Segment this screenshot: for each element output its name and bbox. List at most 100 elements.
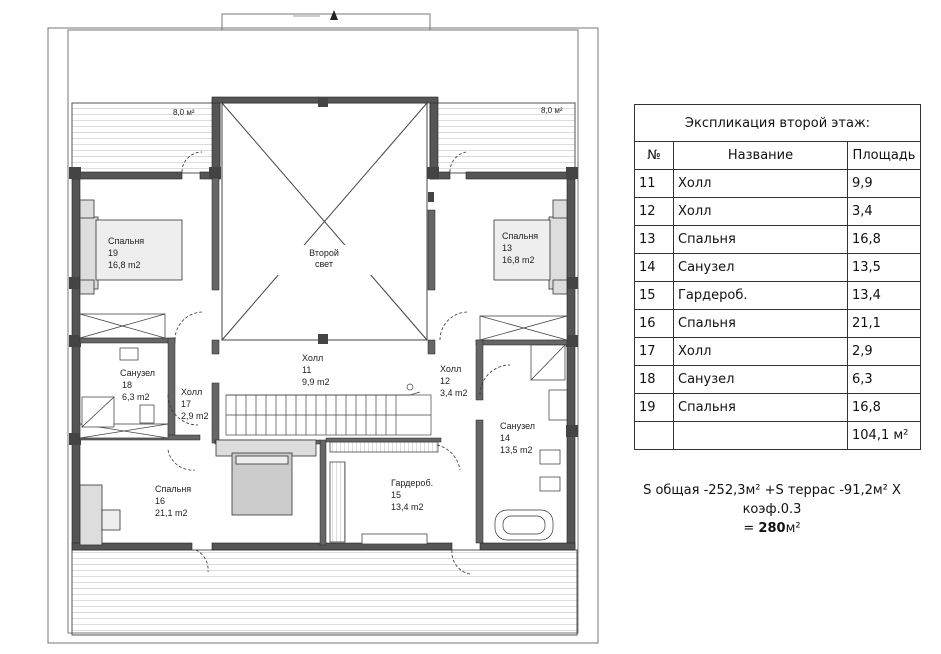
table-row: 11 Холл 9,9 xyxy=(634,169,921,198)
row-num: 17 xyxy=(634,337,674,366)
room-bath18-area: 6,3 m2 xyxy=(122,392,150,402)
room-bed16-name: Спальня xyxy=(155,484,191,494)
row-num: 15 xyxy=(634,281,674,310)
bathroom-18-fixtures xyxy=(81,347,155,428)
room-bath18-num: 18 xyxy=(122,380,132,390)
row-num: 12 xyxy=(634,197,674,226)
room-bath18-name: Санузел xyxy=(120,368,155,378)
room-label-bed13: Спальня 13 16,8 m2 xyxy=(502,231,538,265)
bed-room-19 xyxy=(79,199,183,295)
terrace-left-area: 8,0 м² xyxy=(173,108,195,117)
row-name: Санузел xyxy=(673,365,848,394)
row-num: 16 xyxy=(634,309,674,338)
north-arrow xyxy=(293,10,338,20)
second-light-label-1: Второй xyxy=(309,248,339,258)
room-bed19-area: 16,8 m2 xyxy=(108,260,141,270)
row-area: 2,9 xyxy=(847,337,921,366)
room-label-hall11: Холл 11 9,9 m2 xyxy=(302,353,330,387)
room-label-ward15: Гардероб. 15 13,4 m2 xyxy=(391,478,433,512)
room-bed13-num: 13 xyxy=(502,243,512,253)
room-bed19-name: Спальня xyxy=(108,236,144,246)
row-name: Спальня xyxy=(673,225,848,254)
row-area: 13,5 xyxy=(847,253,921,282)
posts xyxy=(69,97,578,445)
row-name: Холл xyxy=(673,197,848,226)
room-ward15-area: 13,4 m2 xyxy=(391,502,424,512)
row-area: 21,1 xyxy=(847,309,921,338)
row-area: 16,8 xyxy=(847,393,921,422)
header-area: Площадь xyxy=(847,141,921,170)
room-hall11-name: Холл xyxy=(302,353,323,363)
header-num: № xyxy=(634,141,674,170)
row-name: Холл xyxy=(673,337,848,366)
room-hall12-num: 12 xyxy=(440,376,450,386)
table-row: 13 Спальня 16,8 xyxy=(634,225,921,254)
terrace-top-right xyxy=(429,102,576,174)
row-area: 9,9 xyxy=(847,169,921,198)
bathroom-14-fixtures xyxy=(494,344,568,541)
room-bed16-num: 16 xyxy=(155,496,165,506)
room-bath14-area: 13,5 m2 xyxy=(500,445,533,455)
room-label-hall12: Холл 12 3,4 m2 xyxy=(440,364,468,398)
row-area: 13,4 xyxy=(847,281,921,310)
room-ward15-name: Гардероб. xyxy=(391,478,433,488)
total-num-cell xyxy=(634,421,674,450)
door-swings xyxy=(167,151,511,575)
row-num: 19 xyxy=(634,393,674,422)
bed-room-16 xyxy=(79,439,317,546)
row-num: 13 xyxy=(634,225,674,254)
wardrobe-units xyxy=(79,313,568,545)
row-num: 18 xyxy=(634,365,674,394)
room-bath14-name: Санузел xyxy=(500,421,535,431)
row-num: 14 xyxy=(634,253,674,282)
row-name: Спальня xyxy=(673,393,848,422)
terrace-top-left xyxy=(71,102,221,174)
room-bed19-num: 19 xyxy=(108,248,118,258)
summary-value: 280 xyxy=(758,521,786,536)
room-label-bath18: Санузел 18 6,3 m2 xyxy=(120,368,155,402)
explication-table: Экспликация второй этаж: № Название Площ… xyxy=(634,104,921,450)
room-bed13-name: Спальня xyxy=(502,231,538,241)
table-row: 16 Спальня 21,1 xyxy=(634,309,921,338)
summary-line-1: S общая -252,3м² +S террас -91,2м² X коэ… xyxy=(643,483,901,517)
room-hall11-num: 11 xyxy=(302,365,311,375)
second-light-void xyxy=(221,102,428,341)
table-row: 17 Холл 2,9 xyxy=(634,337,921,366)
room-label-hall17: Холл 17 2,9 m2 xyxy=(181,387,209,421)
summary-line-2: = 280м² xyxy=(612,519,932,538)
summary-unit: м² xyxy=(785,521,801,536)
row-area: 16,8 xyxy=(847,225,921,254)
room-ward15-num: 15 xyxy=(391,490,401,500)
row-name: Спальня xyxy=(673,309,848,338)
row-num: 11 xyxy=(634,169,674,198)
table-row: 14 Санузел 13,5 xyxy=(634,253,921,282)
room-hall17-name: Холл xyxy=(181,387,202,397)
row-name: Гардероб. xyxy=(673,281,848,310)
header-name: Название xyxy=(673,141,848,170)
terrace-right-area: 8,0 м² xyxy=(541,106,563,115)
room-hall12-area: 3,4 m2 xyxy=(440,388,468,398)
room-label-bed16: Спальня 16 21,1 m2 xyxy=(155,484,191,518)
room-label-bed19: Спальня 19 16,8 m2 xyxy=(108,236,144,270)
room-bath14-num: 14 xyxy=(500,433,510,443)
room-hall17-area: 2,9 m2 xyxy=(181,411,209,421)
room-hall11-area: 9,9 m2 xyxy=(302,377,330,387)
staircase xyxy=(225,383,432,436)
row-name: Холл xyxy=(673,169,848,198)
summary-prefix: = xyxy=(743,521,759,536)
room-label-bath14: Санузел 14 13,5 m2 xyxy=(500,421,535,455)
terrace-bottom xyxy=(71,549,578,636)
floor-plan: 8,0 м² 8,0 м² Второй свет xyxy=(47,10,599,644)
table-row: 19 Спальня 16,8 xyxy=(634,393,921,422)
table-row: 15 Гардероб. 13,4 xyxy=(634,281,921,310)
room-hall12-name: Холл xyxy=(440,364,461,374)
explication-title: Экспликация второй этаж: xyxy=(634,104,921,142)
row-area: 6,3 xyxy=(847,365,921,394)
total-name-cell xyxy=(673,421,848,450)
room-bed13-area: 16,8 m2 xyxy=(502,255,535,265)
table-total-row: 104,1 м² xyxy=(634,421,921,450)
table-row: 12 Холл 3,4 xyxy=(634,197,921,226)
row-area: 3,4 xyxy=(847,197,921,226)
second-light-label-2: свет xyxy=(315,259,333,269)
area-summary: S общая -252,3м² +S террас -91,2м² X коэ… xyxy=(612,481,932,538)
